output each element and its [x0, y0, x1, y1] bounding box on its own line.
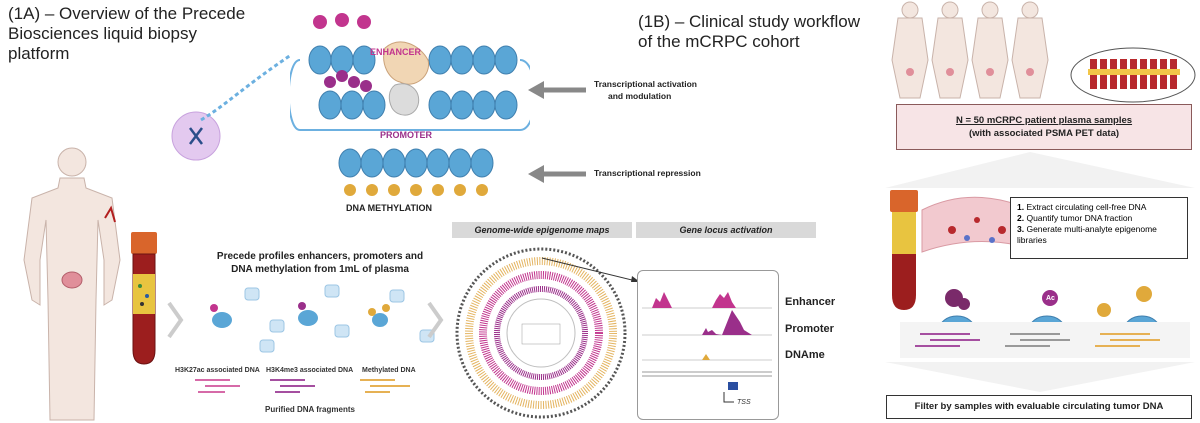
step-2-text: Quantify tumor DNA fraction: [1026, 213, 1133, 223]
enhancer-track-label: Enhancer: [785, 296, 836, 308]
repression-label: Transcriptional repression: [594, 168, 701, 178]
dna-strand-connector: [200, 53, 292, 122]
prostate-icon: [61, 271, 83, 289]
step-1-text: Extract circulating cell-free DNA: [1026, 202, 1147, 212]
filter-box: Filter by samples with evaluable circula…: [886, 395, 1192, 419]
promoter-label: PROMOTER: [380, 130, 433, 140]
tss-label: TSS: [737, 399, 751, 406]
chevron-right-icon: [167, 301, 184, 339]
fragments-b: [915, 333, 1160, 347]
activation-line-1: Transcriptional activation: [594, 79, 697, 89]
blood-tube-icon: [131, 232, 157, 365]
locus-tracks: [642, 292, 772, 403]
panel-b-title-line-1: (1B) – Clinical study workflow: [638, 12, 861, 31]
fragments-illustration: [195, 284, 435, 393]
dna-methylation-label: DNA METHYLATION: [346, 203, 432, 213]
cohort-subtitle: (with associated PSMA PET data): [968, 128, 1120, 139]
genome-wide-tab: Genome-wide epigenome maps: [452, 222, 632, 238]
activation-label: Transcriptional activation and modulatio…: [594, 78, 697, 102]
patients-illustration: [891, 1, 1049, 99]
patient-illustration: [23, 147, 121, 421]
step-3-num: 3.: [1017, 224, 1025, 234]
enhancer-label: ENHANCER: [370, 47, 422, 57]
step-3-text: Generate multi-analyte epigenome librari…: [1017, 224, 1157, 245]
funnel-top: [885, 152, 1195, 188]
methylated-dna-label: Methylated DNA: [362, 367, 416, 374]
panel-b-title: (1B) – Clinical study workflow of the mC…: [638, 12, 860, 52]
panel-a-title-line-1: (1A) – Overview of the Precede: [8, 4, 246, 23]
promoter-track-label: Promoter: [785, 323, 834, 335]
blood-draw-icon: [104, 205, 116, 223]
activation-line-2: and modulation: [608, 91, 672, 101]
sample-rack-icon: [1070, 47, 1196, 103]
human-body-icon: [23, 147, 121, 421]
step-1: 1. Extract circulating cell-free DNA: [1017, 202, 1181, 213]
panel-b-title-line-2: of the mCRPC cohort: [638, 32, 800, 51]
circos-plot: [455, 247, 627, 419]
steps-box: 1. Extract circulating cell-free DNA 2. …: [1010, 197, 1188, 259]
locus-panel: [637, 270, 779, 420]
step-1-num: 1.: [1017, 202, 1025, 212]
panel-a-title: (1A) – Overview of the Precede Bioscienc…: [8, 4, 245, 64]
cell-magnified: [171, 111, 221, 161]
chevron-right-icon-2: [427, 301, 444, 339]
dname-track-label: DNAme: [785, 349, 825, 361]
repression-arrow: [528, 165, 586, 183]
h3k4me3-label: H3K4me3 associated DNA: [266, 367, 354, 374]
step-3: 3. Generate multi-analyte epigenome libr…: [1017, 224, 1181, 246]
cohort-title: N = 50 mCRPC patient plasma samples: [955, 115, 1133, 126]
cohort-box: N = 50 mCRPC patient plasma samples (wit…: [896, 104, 1192, 150]
profiles-text: Precede profiles enhancers, promoters an…: [200, 250, 440, 276]
chromatin-diagram: [290, 13, 530, 196]
profiles-line-2: DNA methylation from 1mL of plasma: [231, 264, 409, 275]
activation-arrow: [528, 81, 586, 99]
zoom-arrow: [541, 257, 641, 283]
h3k27ac-label: H3K27ac associated DNA: [175, 367, 260, 374]
filter-text: Filter by samples with evaluable circula…: [914, 401, 1164, 412]
funnel-bottom: [885, 362, 1195, 392]
profiles-line-1: Precede profiles enhancers, promoters an…: [216, 251, 424, 262]
panel-a-title-line-2: Biosciences liquid biopsy: [8, 24, 197, 43]
purified-label: Purified DNA fragments: [265, 405, 355, 414]
gene-locus-tab: Gene locus activation: [636, 222, 816, 238]
step-2: 2. Quantify tumor DNA fraction: [1017, 213, 1181, 224]
step-2-num: 2.: [1017, 213, 1025, 223]
ac-mark-label: Ac: [1046, 295, 1055, 302]
panel-a-title-line-3: platform: [8, 44, 70, 63]
